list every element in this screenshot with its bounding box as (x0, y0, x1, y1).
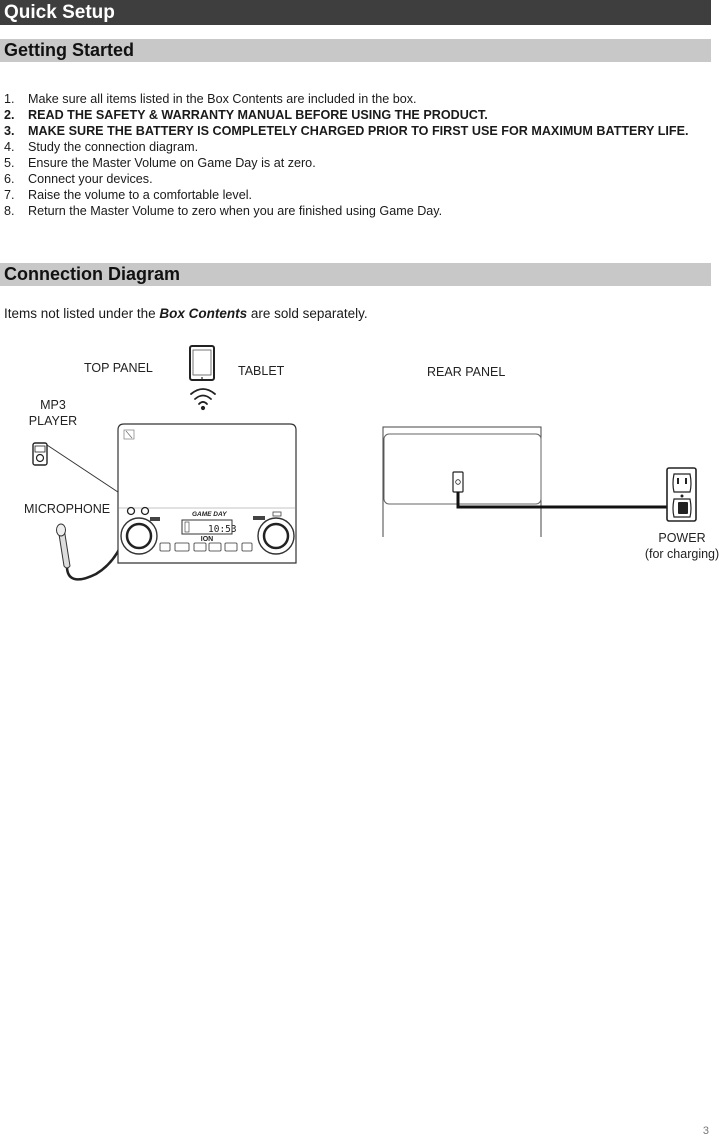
setup-step: 6. Connect your devices. (0, 171, 711, 187)
rear-panel-device (382, 426, 542, 537)
connection-diagram: GAME DAY ION 10:53 (32, 345, 697, 581)
step-number: 2. (4, 108, 15, 122)
step-text: Study the connection diagram. (28, 140, 199, 154)
label-rear-panel: REAR PANEL (427, 365, 506, 379)
microphone-icon (56, 523, 71, 569)
step-text: Make sure all items listed in the Box Co… (28, 92, 417, 106)
page-number: 3 (702, 1125, 709, 1137)
step-text: Raise the volume to a comfortable level. (28, 188, 253, 202)
step-number: 8. (4, 204, 15, 218)
step-text: Connect your devices. (28, 172, 153, 186)
section-title-quick-setup: Quick Setup (0, 0, 711, 25)
device-display-value: 10:53 (208, 524, 237, 535)
step-number: 7. (4, 188, 15, 202)
step-number: 3. (4, 124, 15, 138)
step-text: READ THE SAFETY & WARRANTY MANUAL BEFORE… (28, 108, 488, 122)
setup-step: 3. MAKE SURE THE BATTERY IS COMPLETELY CH… (0, 123, 711, 139)
step-text: MAKE SURE THE BATTERY IS COMPLETELY CHAR… (28, 124, 689, 138)
setup-step: 1. Make sure all items listed in the Box … (0, 91, 711, 107)
mp3-player-icon (32, 442, 48, 466)
power-cable (456, 492, 678, 509)
setup-step: 5. Ensure the Master Volume on Game Day i… (0, 155, 711, 171)
setup-step: 2. READ THE SAFETY & WARRANTY MANUAL BEFO… (0, 107, 711, 123)
label-power: POWER (for charging) (644, 531, 719, 561)
label-mp3-player: MP3 PLAYER (28, 398, 78, 428)
heading-connection-diagram: Connection Diagram (0, 263, 711, 286)
step-text: Ensure the Master Volume on Game Day is … (28, 156, 316, 170)
label-top-panel: TOP PANEL (84, 361, 153, 375)
setup-step: 7. Raise the volume to a comfortable leve… (0, 187, 711, 203)
top-panel-device (117, 423, 297, 564)
step-number: 1. (4, 92, 15, 106)
heading-getting-started: Getting Started (0, 39, 711, 62)
connection-intro: Items not listed under the Box Contents … (4, 306, 368, 321)
setup-steps-list: 1. Make sure all items listed in the Box … (0, 91, 711, 219)
device-logo: GAME DAY (192, 511, 227, 518)
wall-outlet-icon (666, 467, 697, 522)
step-text: Return the Master Volume to zero when yo… (28, 204, 443, 218)
step-number: 5. (4, 156, 15, 170)
setup-step: 4. Study the connection diagram. (0, 139, 711, 155)
tablet-icon (189, 345, 215, 381)
device-brand: ION (201, 536, 213, 543)
step-number: 4. (4, 140, 15, 154)
label-microphone: MICROPHONE (24, 502, 111, 516)
step-number: 6. (4, 172, 15, 186)
setup-step: 8. Return the Master Volume to zero when … (0, 203, 711, 219)
label-tablet: TABLET (238, 364, 285, 378)
wifi-icon (190, 388, 216, 411)
box-contents-emphasis: Box Contents (159, 306, 248, 321)
